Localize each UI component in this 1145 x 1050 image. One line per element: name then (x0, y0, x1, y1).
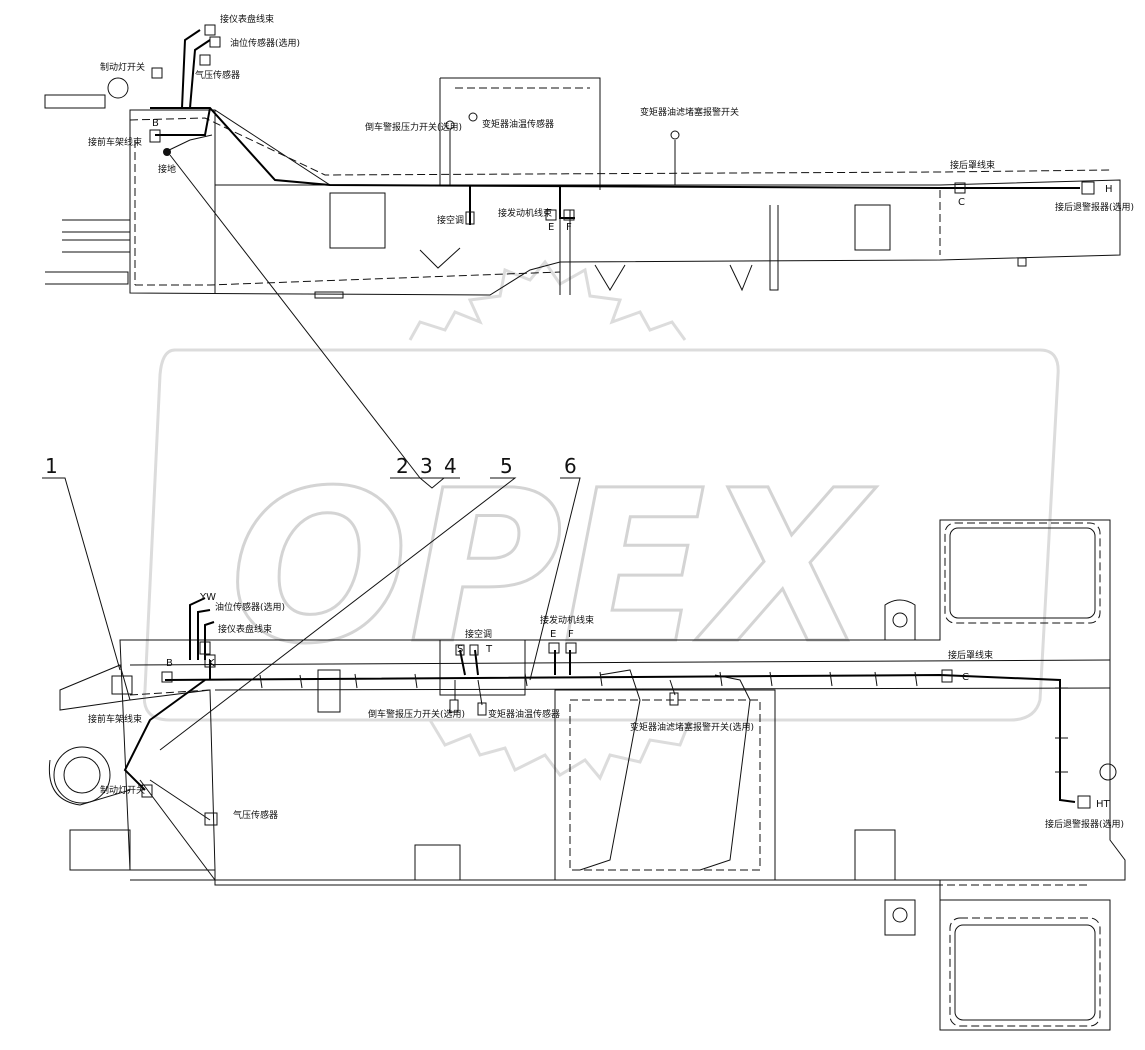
connector-c-icon (941, 669, 953, 683)
label-torque-oil-temp: 变矩器油温传感器 (488, 708, 560, 720)
bottom-frame-view: YW 油位传感器(选用) 接仪表盘线束 B K 接空调 S T 接发动机线束 E… (48, 519, 1126, 1031)
connector-f-icon (565, 642, 577, 654)
label-front-frame-harness: 接前车架线束 (88, 713, 142, 725)
label-fuel-sensor: 油位传感器(选用) (215, 601, 285, 613)
harness-clips (259, 671, 1068, 773)
label-brake-light-switch: 制动灯开关 (100, 61, 145, 73)
brake-switch-icon (141, 784, 153, 798)
connector-k-label: K (208, 658, 215, 669)
instrument-connector-icon (204, 24, 216, 36)
brake-switch-icon (151, 67, 163, 79)
label-torque-oil-temp: 变矩器油温传感器 (482, 118, 554, 130)
connector-h-icon (1081, 181, 1095, 195)
callout-leaders: 1 2 3 4 5 6 (42, 154, 581, 751)
reverse-alarm-switch-icon (449, 699, 459, 713)
oil-temp-sensor-icon (477, 702, 487, 716)
reverse-alarm-switch-icon (445, 120, 455, 130)
connector-s-label: S (457, 644, 463, 655)
label-filter-alarm-switch: 变矩器油滤堵塞报警开关(选用) (630, 721, 754, 733)
callout-2: 2 (396, 454, 409, 478)
instrument-connector-icon (199, 641, 211, 655)
connector-f-icon (563, 209, 575, 221)
connector-e-label: E (550, 629, 556, 640)
connector-b-label: B (166, 658, 173, 669)
label-ac: 接空调 (437, 214, 464, 226)
label-reverse-alarm: 接后退警报器(选用) (1055, 201, 1134, 213)
air-sensor-icon (204, 812, 218, 826)
connector-f-label: F (568, 629, 574, 640)
fuel-sensor-connector-icon (209, 36, 221, 48)
label-reverse-alarm-switch: 倒车警报压力开关(选用) (368, 708, 465, 720)
callout-4: 4 (444, 454, 457, 478)
callout-1: 1 (45, 454, 58, 478)
connector-e-icon (548, 642, 560, 654)
label-ac: 接空调 (465, 628, 492, 640)
connector-c-icon (954, 182, 966, 194)
opex-watermark: OPEX (142, 259, 1060, 781)
label-reverse-alarm-switch: 倒车警报压力开关(选用) (365, 121, 462, 133)
frame-connector-icon (111, 675, 133, 695)
air-sensor-icon (199, 54, 211, 66)
label-instrument-harness: 接仪表盘线束 (218, 623, 272, 635)
label-reverse-alarm: 接后退警报器(选用) (1045, 818, 1124, 830)
connector-b-icon (161, 671, 173, 683)
top-frame-view: 接仪表盘线束 油位传感器(选用) 制动灯开关 气压传感器 接前车架线束 接地 倒… (44, 13, 1134, 299)
oil-temp-sensor-icon (468, 112, 478, 122)
connector-ht-label: HT (1096, 799, 1111, 810)
connector-s-icon (455, 644, 465, 656)
ac-connector-icon (465, 211, 475, 225)
callout-5: 5 (500, 454, 513, 478)
watermark-text: OPEX (230, 445, 877, 690)
label-fuel-sensor: 油位传感器(选用) (230, 37, 300, 49)
connector-k-icon (204, 654, 216, 668)
label-brake-light-switch: 制动灯开关 (100, 784, 145, 796)
label-air-pressure-sensor: 气压传感器 (233, 809, 278, 821)
connector-e-label: E (548, 222, 554, 233)
connector-h-label: H (1105, 184, 1113, 195)
label-rear-cover-harness: 接后罩线束 (950, 159, 995, 171)
connector-t-icon (469, 644, 479, 656)
label-air-pressure-sensor: 气压传感器 (195, 69, 240, 81)
connector-t-label: T (485, 644, 493, 655)
ground-icon (163, 148, 171, 156)
connector-yw-label: YW (199, 592, 216, 603)
connector-f-label: F (566, 222, 572, 233)
filter-alarm-switch-icon (670, 130, 680, 140)
label-filter-alarm-switch: 变矩器油滤堵塞报警开关 (640, 106, 739, 118)
label-rear-cover-harness: 接后罩线束 (948, 649, 993, 661)
connector-ht-icon (1077, 795, 1091, 809)
label-ground: 接地 (158, 163, 176, 175)
label-engine-harness: 接发动机线束 (540, 614, 594, 626)
connector-b-icon (149, 129, 161, 143)
connector-c-label: C (962, 672, 969, 683)
connector-b-label: B (152, 118, 159, 129)
connector-c-label: C (958, 197, 965, 208)
label-instrument-harness: 接仪表盘线束 (220, 13, 274, 25)
label-engine-harness: 接发动机线束 (498, 207, 552, 219)
connector-e-icon (545, 209, 557, 221)
callout-3: 3 (420, 454, 433, 478)
filter-alarm-switch-icon (669, 692, 679, 706)
callout-6: 6 (564, 454, 577, 478)
label-front-frame-harness: 接前车架线束 (88, 136, 142, 148)
